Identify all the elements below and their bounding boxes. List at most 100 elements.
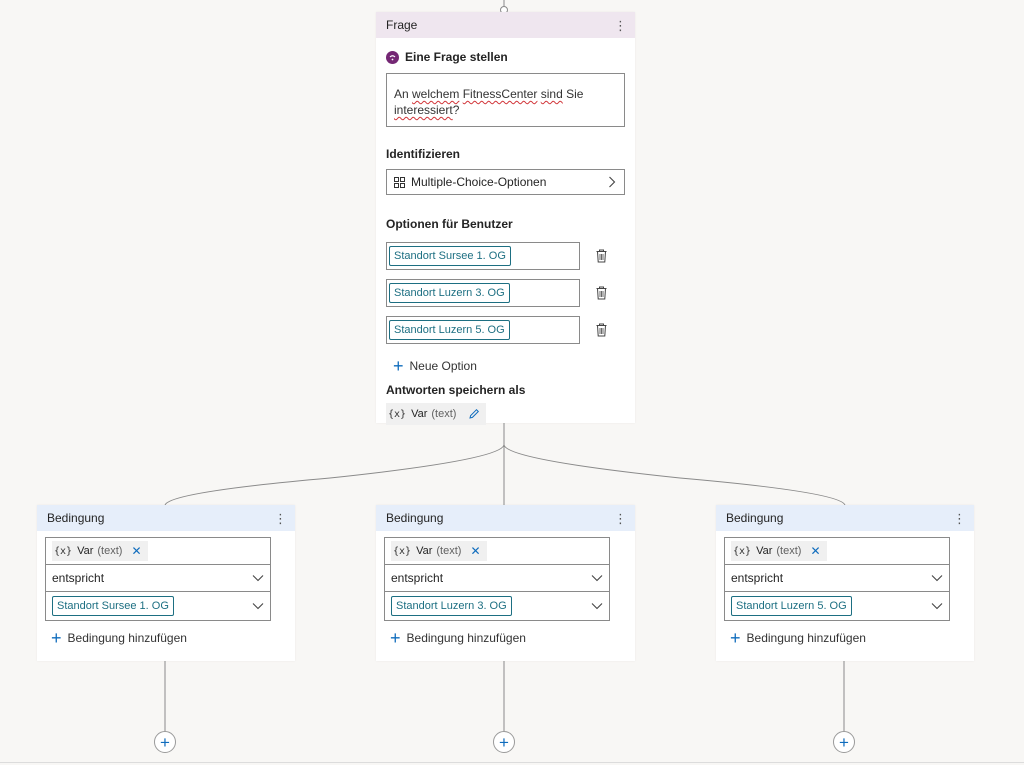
grid-icon: [394, 176, 405, 188]
prompt-label: Eine Frage stellen: [405, 50, 508, 64]
chevron-down-icon: [591, 602, 603, 610]
variable-icon: {x}: [393, 545, 412, 557]
condition-node-header: Bedingung ⋮: [37, 505, 295, 531]
condition-node-header: Bedingung ⋮: [716, 505, 974, 531]
variable-chip[interactable]: {x} Var (text): [386, 403, 487, 425]
chevron-down-icon: [252, 602, 264, 610]
question-node-header: Frage ⋮: [376, 12, 635, 38]
condition-expression: {x} Var (text) ✕ entspricht Standort Luz…: [724, 537, 950, 621]
operator-select[interactable]: entspricht: [46, 565, 270, 592]
condition-node[interactable]: Bedingung ⋮ {x} Var (text) ✕ entspricht …: [37, 505, 295, 661]
value-select[interactable]: Standort Sursee 1. OG: [46, 592, 270, 620]
node-title: Frage: [386, 18, 418, 32]
identify-label: Identifizieren: [386, 147, 461, 161]
operator-value: entspricht: [391, 571, 444, 585]
condition-node[interactable]: Bedingung ⋮ {x} Var (text) ✕ entspricht …: [716, 505, 974, 661]
option-row: Standort Luzern 3. OG: [386, 279, 625, 307]
plus-icon: +: [393, 356, 404, 376]
variable-name: Var: [77, 545, 94, 557]
condition-variable-row[interactable]: {x} Var (text) ✕: [385, 538, 609, 565]
option-row: Standort Luzern 5. OG: [386, 316, 625, 344]
variable-type: (text): [431, 408, 457, 420]
condition-node[interactable]: Bedingung ⋮ {x} Var (text) ✕ entspricht …: [376, 505, 635, 661]
chevron-down-icon: [591, 574, 603, 582]
operator-select[interactable]: entspricht: [725, 565, 949, 592]
value-select[interactable]: Standort Luzern 5. OG: [725, 592, 949, 620]
condition-expression: {x} Var (text) ✕ entspricht Standort Luz…: [384, 537, 610, 621]
pencil-icon[interactable]: [468, 408, 480, 420]
variable-chip[interactable]: {x} Var (text) ✕: [731, 541, 827, 561]
condition-variable-row[interactable]: {x} Var (text) ✕: [46, 538, 270, 565]
chevron-down-icon: [931, 574, 943, 582]
variable-icon: {x}: [388, 408, 407, 420]
identify-select[interactable]: Multiple-Choice-Optionen: [386, 169, 625, 195]
more-vertical-icon[interactable]: ⋮: [614, 17, 627, 33]
value-select[interactable]: Standort Luzern 3. OG: [385, 592, 609, 620]
more-vertical-icon[interactable]: ⋮: [614, 510, 627, 526]
canvas-bottom-border: [0, 762, 1024, 763]
question-text-part: An: [394, 87, 413, 101]
question-text-part: Sie: [562, 87, 584, 101]
variable-icon: {x}: [54, 545, 73, 557]
add-condition-button[interactable]: + Bedingung hinzufügen: [384, 629, 627, 647]
option-field[interactable]: Standort Sursee 1. OG: [386, 242, 580, 270]
plus-icon: +: [51, 628, 62, 648]
add-condition-button[interactable]: + Bedingung hinzufügen: [45, 629, 287, 647]
question-text-part: ?: [452, 103, 460, 117]
question-text-part: welchem: [412, 87, 460, 101]
variable-chip[interactable]: {x} Var (text) ✕: [391, 541, 487, 561]
close-icon[interactable]: ✕: [131, 544, 142, 558]
variable-type: (text): [776, 545, 802, 557]
question-node[interactable]: Frage ⋮ Eine Frage stellen An welchem Fi…: [376, 12, 635, 425]
node-title: Bedingung: [726, 511, 784, 525]
new-option-button[interactable]: + Neue Option: [386, 357, 625, 375]
variable-name: Var: [416, 545, 433, 557]
trash-icon[interactable]: [596, 286, 607, 300]
operator-value: entspricht: [52, 571, 105, 585]
add-node-icon[interactable]: +: [493, 731, 515, 753]
save-as-label: Antworten speichern als: [386, 383, 526, 397]
condition-node-header: Bedingung ⋮: [376, 505, 635, 531]
trash-icon[interactable]: [596, 249, 607, 263]
new-option-label: Neue Option: [409, 359, 477, 373]
variable-name: Var: [756, 545, 773, 557]
add-condition-button[interactable]: + Bedingung hinzufügen: [724, 629, 966, 647]
close-icon[interactable]: ✕: [810, 544, 821, 558]
more-vertical-icon[interactable]: ⋮: [274, 510, 287, 526]
option-field[interactable]: Standort Luzern 3. OG: [386, 279, 580, 307]
more-vertical-icon[interactable]: ⋮: [953, 510, 966, 526]
identify-value: Multiple-Choice-Optionen: [411, 175, 547, 189]
plus-icon: +: [730, 628, 741, 648]
variable-name: Var: [411, 408, 428, 420]
option-row: Standort Sursee 1. OG: [386, 242, 625, 270]
chevron-down-icon: [931, 602, 943, 610]
add-condition-label: Bedingung hinzufügen: [67, 631, 187, 645]
option-chip: Standort Sursee 1. OG: [389, 246, 511, 266]
variable-type: (text): [97, 545, 123, 557]
option-chip: Standort Luzern 5. OG: [389, 320, 510, 340]
add-node-icon[interactable]: +: [154, 731, 176, 753]
value-chip: Standort Luzern 5. OG: [731, 596, 852, 616]
question-circle-icon: [386, 50, 399, 64]
trash-icon[interactable]: [596, 323, 607, 337]
condition-variable-row[interactable]: {x} Var (text) ✕: [725, 538, 949, 565]
add-node-icon[interactable]: +: [833, 731, 855, 753]
variable-chip[interactable]: {x} Var (text) ✕: [52, 541, 148, 561]
option-field[interactable]: Standort Luzern 5. OG: [386, 316, 580, 344]
options-list: Standort Sursee 1. OG Standort Luzern 3.…: [386, 242, 625, 344]
question-text-part: sind: [540, 87, 563, 101]
operator-select[interactable]: entspricht: [385, 565, 609, 592]
close-icon[interactable]: ✕: [470, 544, 481, 558]
chevron-down-icon: [252, 574, 264, 582]
option-chip: Standort Luzern 3. OG: [389, 283, 510, 303]
node-title: Bedingung: [47, 511, 105, 525]
variable-type: (text): [436, 545, 462, 557]
operator-value: entspricht: [731, 571, 784, 585]
question-text-part: FitnessCenter: [462, 87, 538, 101]
value-chip: Standort Sursee 1. OG: [52, 596, 174, 616]
value-chip: Standort Luzern 3. OG: [391, 596, 512, 616]
condition-expression: {x} Var (text) ✕ entspricht Standort Sur…: [45, 537, 271, 621]
variable-icon: {x}: [733, 545, 752, 557]
